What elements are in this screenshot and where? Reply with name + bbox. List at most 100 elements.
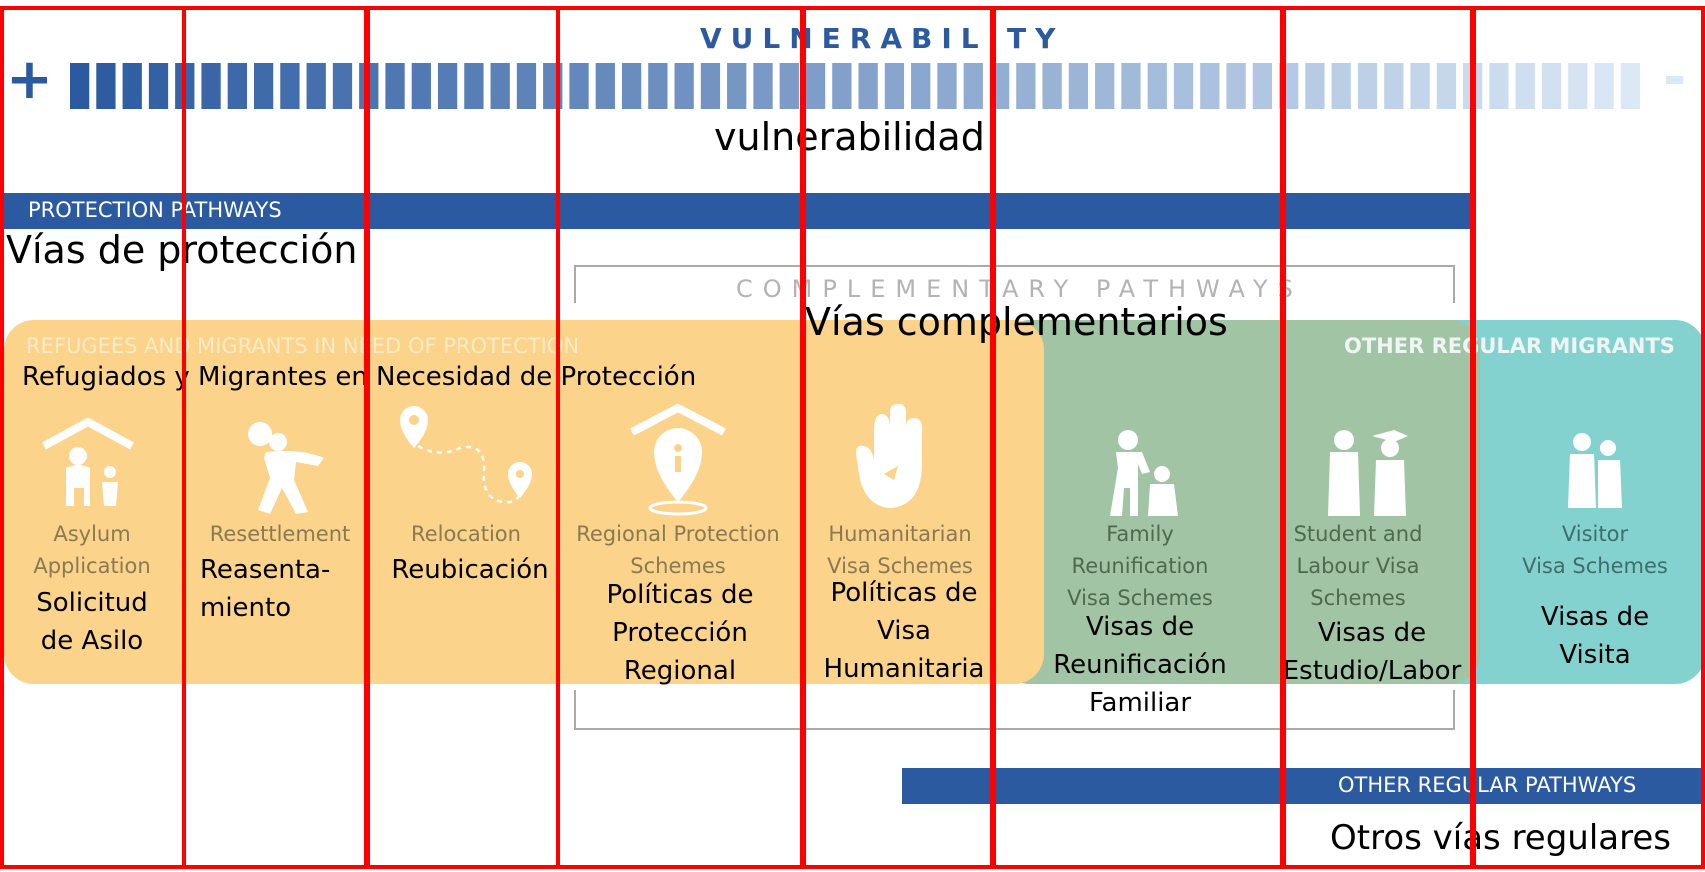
vulnerability-segment	[937, 63, 957, 109]
vulnerability-segment	[1121, 63, 1141, 109]
vulnerability-segment	[96, 63, 116, 109]
vulnerability-segment	[1515, 63, 1535, 109]
complementary-bracket-bottom	[574, 690, 1455, 730]
vulnerability-segment	[1305, 63, 1325, 109]
complementary-pathways-label: COMPLEMENTARY PATHWAYS	[730, 275, 1309, 303]
vulnerability-segment	[595, 63, 615, 109]
vulnerability-segment	[727, 63, 747, 109]
red-column-outline	[1470, 6, 1705, 869]
vulnerability-segment	[1594, 63, 1614, 109]
refugees-label: REFUGEES AND MIGRANTS IN NEED OF PROTECT…	[26, 334, 580, 358]
item-label-es: Reasenta-miento	[200, 555, 331, 623]
item-label-en: Resettlement	[209, 522, 351, 546]
vulnerability-segment	[70, 63, 90, 109]
vulnerability-segment	[884, 63, 905, 109]
vulnerability-segment	[648, 63, 668, 109]
vulnerability-segment	[1384, 63, 1404, 109]
vulnerability-segment	[1357, 63, 1378, 109]
vulnerability-segment	[516, 63, 537, 109]
vulnerability-segment	[490, 63, 510, 109]
complementary-bracket-top	[574, 265, 1455, 303]
other-regular-pathways-label: OTHER REGULAR PATHWAYS	[1338, 773, 1637, 797]
vulnerability-segment	[911, 63, 931, 109]
vulnerability-segment	[1541, 63, 1562, 109]
roof-location-pin-icon	[630, 404, 726, 516]
vulnerability-translation: vulnerabilidad	[714, 115, 985, 159]
vulnerability-segment	[621, 63, 642, 109]
vulnerability-segment	[700, 63, 721, 109]
refugees-translation: Refugiados y Migrantes en Necesidad de P…	[22, 362, 697, 392]
visitor-pair-icon	[1568, 433, 1622, 508]
item-label-es: Reubicación	[391, 555, 549, 585]
vulnerability-segment	[674, 63, 694, 109]
vulnerability-gradient-bar	[70, 63, 1640, 109]
vulnerability-segment	[437, 63, 458, 109]
vulnerability-segment	[832, 63, 852, 109]
vulnerability-segment	[148, 63, 169, 109]
vulnerability-segment	[1331, 63, 1351, 109]
vulnerability-segment	[779, 63, 799, 109]
raised-hand-icon	[856, 404, 922, 508]
red-column-outline	[990, 6, 1286, 869]
minus-sign: -	[1663, 45, 1687, 110]
vulnerability-segment	[1042, 63, 1062, 109]
vulnerability-segment	[280, 63, 300, 109]
route-pins-icon	[400, 406, 532, 504]
walking-person-bundle-icon	[248, 422, 324, 514]
shelter-family-icon	[42, 418, 134, 506]
protection-pathways-band	[0, 193, 1470, 229]
other-regular-pathways-translation: Otros vías regulares	[1330, 818, 1671, 858]
vulnerability-segment	[1226, 63, 1246, 109]
vulnerability-segment	[1068, 63, 1089, 109]
vulnerability-segment	[1173, 63, 1194, 109]
vulnerability-segment	[227, 63, 247, 109]
vulnerability-segment	[805, 63, 826, 109]
other-regular-pathways-band	[902, 768, 1705, 804]
vulnerability-segment	[1200, 63, 1220, 109]
vulnerability-segment	[1620, 63, 1640, 109]
vulnerability-segment	[306, 63, 326, 109]
plus-sign: +	[6, 47, 53, 112]
vulnerability-segment	[753, 63, 773, 109]
student-graduate-icon	[1328, 430, 1408, 516]
vulnerability-segment	[201, 63, 221, 109]
red-column-outline	[800, 6, 996, 869]
vulnerability-segment	[464, 63, 484, 109]
vulnerability-segment	[963, 63, 983, 109]
vulnerability-segment	[1568, 63, 1588, 109]
protection-pathways-translation: Vías de protección	[6, 228, 358, 272]
red-column-outline	[0, 6, 186, 869]
vulnerability-segment	[1095, 63, 1115, 109]
vulnerability-segment	[411, 63, 431, 109]
protection-pathways-label: PROTECTION PATHWAYS	[28, 198, 282, 222]
other-migrants-label: OTHER REGULAR MIGRANTS	[1344, 334, 1675, 358]
adult-child-icon	[1110, 430, 1178, 516]
vulnerability-segment	[253, 63, 274, 109]
red-column-outline	[1280, 6, 1476, 869]
vulnerability-segment	[332, 63, 353, 109]
red-column-outline	[556, 6, 806, 869]
vulnerability-segment	[1436, 63, 1457, 109]
complementary-pathways-translation: Vías complementarios	[805, 300, 1228, 344]
vulnerability-segment	[1410, 63, 1430, 109]
vulnerability-segment	[858, 63, 878, 109]
red-column-outline	[182, 6, 368, 869]
red-column-outline	[366, 6, 560, 869]
vulnerability-segment	[1489, 63, 1509, 109]
vulnerability-segment	[122, 63, 142, 109]
vulnerability-segment	[1016, 63, 1036, 109]
vulnerability-segment	[385, 63, 405, 109]
protection-needs-box	[4, 320, 1044, 684]
vulnerability-segment	[569, 63, 589, 109]
